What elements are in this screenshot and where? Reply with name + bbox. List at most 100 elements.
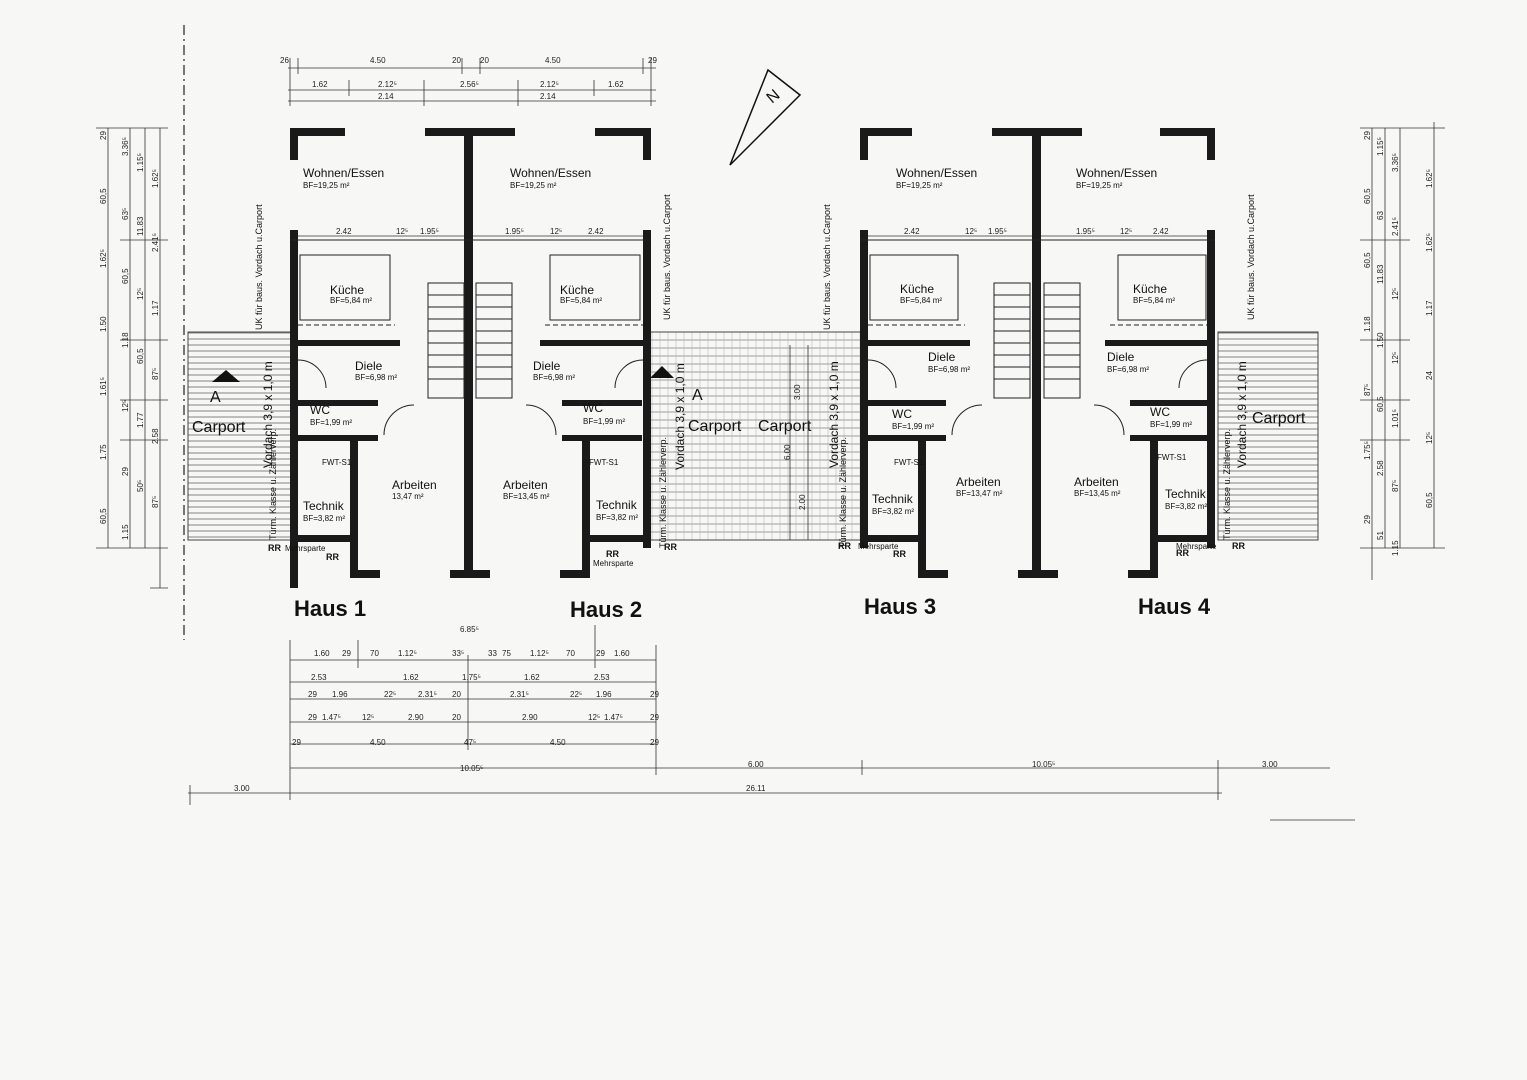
rr-label-3: RR xyxy=(606,549,619,559)
bottom_dims-r4-4: 20 xyxy=(452,713,461,722)
left_dims-16: 1.61⁵ xyxy=(99,377,108,396)
rr-label-4: RR xyxy=(664,542,677,552)
dim-b-r2-0: 2.53 xyxy=(311,673,327,682)
right_dims-1: 1.15⁵ xyxy=(1376,137,1385,156)
room-wc-3-area: BF=1,99 m² xyxy=(892,422,934,431)
bottom_dims-r4-2: 12⁵ xyxy=(362,713,374,722)
room-kueche-3: Küche xyxy=(900,282,934,296)
fwt-label-3: FWT-S1 xyxy=(894,458,924,467)
bottom_dims-r3-7: 1.96 xyxy=(596,690,612,699)
right_dims-18: 1.01⁵ xyxy=(1391,409,1400,428)
left_dims-13: 1.18 xyxy=(121,332,130,348)
bottom_dims-r4-1: 1.47⁵ xyxy=(322,713,341,722)
rr-label-1: RR xyxy=(268,543,281,553)
dim-b-r5-2: 47⁵ xyxy=(464,738,476,747)
left_dims-20: 1.75 xyxy=(99,444,108,460)
dim-b-r6: 10.05⁵ xyxy=(460,764,483,773)
room-wc-4-area: BF=1,99 m² xyxy=(1150,420,1192,429)
dim-b-r2-3: 1.62 xyxy=(524,673,540,682)
room-kueche-2-area: BF=5,84 m² xyxy=(560,296,602,305)
dim-inner-2: 12⁵ xyxy=(396,227,408,236)
bottom_dims-r4-6: 12⁵ xyxy=(588,713,600,722)
room-technik-1-area: BF=3,82 m² xyxy=(303,514,345,523)
dim-top-10: 2.12⁵ xyxy=(540,80,559,89)
room-arbeiten-3-area: BF=13,47 m² xyxy=(956,489,1003,498)
bottom_dims-r3-1: 1.96 xyxy=(332,690,348,699)
rot-note-4: Türm. Klasse u. Zählerverp. xyxy=(1222,429,1232,540)
room-technik-1: Technik xyxy=(303,499,345,513)
uk-note-4: UK für baus. Vordach u.Carport xyxy=(1246,194,1256,320)
left-dimensions xyxy=(96,127,168,589)
dim-b-r7-1: 10.05⁵ xyxy=(1032,760,1055,769)
dim-inner-1: 2.42 xyxy=(336,227,352,236)
left_dims-17: 12⁵ xyxy=(121,400,130,412)
left_dims-22: 50⁵ xyxy=(136,480,145,492)
dim-b-r5-1: 4.50 xyxy=(370,738,386,747)
dim-top-9: 2.56⁵ xyxy=(460,80,479,89)
dim-mid-1: 3.00 xyxy=(793,384,802,400)
haus-4-label: Haus 4 xyxy=(1138,594,1211,619)
right_dims-20: 1.75⁵ xyxy=(1363,441,1372,460)
uk-note-3: UK für baus. Vordach u.Carport xyxy=(822,204,832,330)
right_dims-8: 60,5 xyxy=(1363,252,1372,268)
section-arrow-icon xyxy=(212,370,240,382)
bottom_dims-r1-9: 29 xyxy=(596,649,605,658)
dim-top-1: 26 xyxy=(280,56,289,65)
mehrsparte-label-1: Mehrsparte xyxy=(285,544,326,553)
left_dims-4: 60,5 xyxy=(99,188,108,204)
dim-top-7: 1.62 xyxy=(312,80,328,89)
room-kueche-1-area: BF=5,84 m² xyxy=(330,296,372,305)
left_dims-18: 1.77 xyxy=(136,412,145,428)
room-kueche-1: Küche xyxy=(330,283,364,297)
right_dims-21: 2.58 xyxy=(1376,460,1385,476)
carport-area-middle xyxy=(649,331,863,541)
vordach-label-2: Vordach 3,9 x 1,0 m xyxy=(673,363,687,470)
bottom_dims-r3-4: 20 xyxy=(452,690,461,699)
room-wohnen-1-area: BF=19,25 m² xyxy=(303,181,350,190)
svg-text:N: N xyxy=(764,87,784,107)
dim-inner-12: 2.42 xyxy=(1153,227,1169,236)
room-arbeiten-3: Arbeiten xyxy=(956,475,1001,489)
haus-3-label: Haus 3 xyxy=(864,594,936,619)
vordach-label-1: Vordach 3,9 x 1,0 m xyxy=(261,361,275,468)
room-wc-4: WC xyxy=(1150,405,1170,419)
right_dims-25: 51 xyxy=(1376,531,1385,540)
mehrsparte-label-3: Mehrsparte xyxy=(858,542,899,551)
room-technik-4: Technik xyxy=(1165,487,1207,501)
room-diele-3-area: BF=6,98 m² xyxy=(928,365,970,374)
rr-label-6: RR xyxy=(893,549,906,559)
room-wc-2: WC xyxy=(583,401,603,415)
room-wohnen-3-area: BF=19,25 m² xyxy=(896,181,943,190)
bottom_dims-r1-0: 1.60 xyxy=(314,649,330,658)
dim-b-r2-2: 1.75⁵ xyxy=(462,673,481,682)
kitchen-counter-4 xyxy=(1117,254,1207,321)
rr-label-8: RR xyxy=(1232,541,1245,551)
right_dims-16: 87⁵ xyxy=(1363,384,1372,396)
north-arrow-icon: N xyxy=(729,68,802,166)
carport-label-left: Carport xyxy=(192,419,246,436)
room-arbeiten-2-area: BF=13,45 m² xyxy=(503,492,550,501)
left_dims-24: 60,5 xyxy=(99,508,108,524)
left_dims-11: 1.17 xyxy=(151,300,160,316)
dim-inner-11: 12⁵ xyxy=(1120,227,1132,236)
dim-inner-6: 2.42 xyxy=(588,227,604,236)
dim-inner-8: 12⁵ xyxy=(965,227,977,236)
carport-area-left xyxy=(187,331,293,541)
dim-b-r8-0: 3.00 xyxy=(234,784,250,793)
room-kueche-4: Küche xyxy=(1133,282,1167,296)
bottom_dims-r3-3: 2.31⁵ xyxy=(418,690,437,699)
haus-1-label: Haus 1 xyxy=(294,596,366,621)
left_dims-9: 60,5 xyxy=(121,268,130,284)
bottom_dims-r3-0: 29 xyxy=(308,690,317,699)
kitchen-counter-1 xyxy=(299,254,391,321)
bottom_dims-r4-5: 2.90 xyxy=(522,713,538,722)
room-diele-2-area: BF=6,98 m² xyxy=(533,373,575,382)
dim-inner-9: 1.95⁵ xyxy=(988,227,1007,236)
dim-b-r5-3: 4.50 xyxy=(550,738,566,747)
dim-b-r2-4: 2.53 xyxy=(594,673,610,682)
room-technik-4-area: BF=3,82 m² xyxy=(1165,502,1207,511)
right_dims-7: 1.62⁵ xyxy=(1425,233,1434,252)
left_dims-1: 3.36⁵ xyxy=(121,137,130,156)
room-technik-3-area: BF=3,82 m² xyxy=(872,507,914,516)
